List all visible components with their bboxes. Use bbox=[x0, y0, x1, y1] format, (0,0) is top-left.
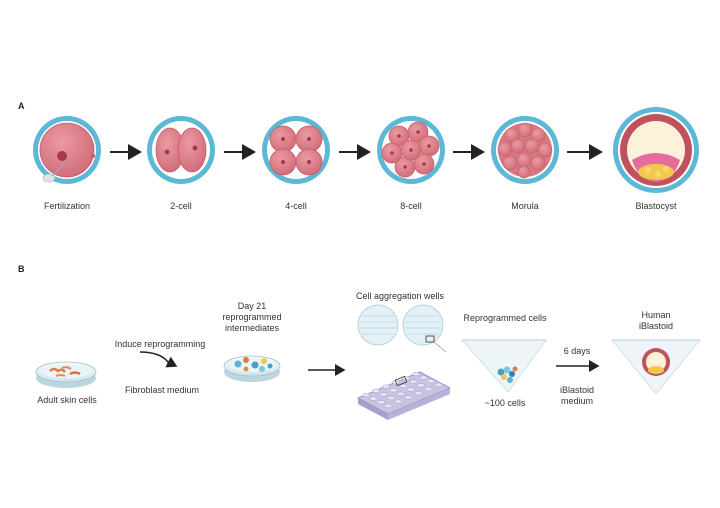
label-100-cells: ~100 cells bbox=[484, 398, 526, 408]
plate-well bbox=[424, 387, 433, 392]
label-cell-aggregation-wells: Cell aggregation wells bbox=[355, 291, 445, 301]
plate-well bbox=[382, 384, 390, 389]
embryo-4-cell bbox=[262, 116, 330, 184]
plate-well bbox=[427, 379, 435, 384]
plate-well bbox=[434, 382, 443, 387]
reprogrammed-cells-well bbox=[461, 339, 547, 393]
plate-well bbox=[419, 375, 428, 380]
plate-well bbox=[377, 400, 385, 405]
plate-well bbox=[409, 379, 418, 384]
plate-well bbox=[412, 372, 420, 377]
label-fibroblast-medium: Fibroblast medium bbox=[124, 385, 200, 395]
embryo-8-cell bbox=[377, 116, 445, 184]
plate-well bbox=[394, 399, 403, 404]
plate-well bbox=[387, 396, 395, 401]
label-day21: Day 21 bbox=[237, 301, 267, 311]
label-iblastoid-medium-1: iBlastoid bbox=[559, 385, 595, 395]
label-iblastoid: iBlastoid bbox=[638, 321, 674, 331]
label-induce-reprogramming: Induce reprogramming bbox=[114, 339, 206, 349]
embryo-morula bbox=[491, 116, 559, 184]
panel-b-label: B bbox=[18, 264, 25, 274]
intermediates-dish bbox=[223, 355, 281, 382]
stage-label-morula: Morula bbox=[511, 201, 539, 211]
stage-label-fertilization: Fertilization bbox=[43, 201, 90, 211]
stage-label-4-cell: 4-cell bbox=[285, 201, 307, 211]
label-reprogrammed-cells: Reprogrammed cells bbox=[463, 313, 547, 323]
stage-label-blastocyst: Blastocyst bbox=[635, 201, 677, 211]
plate-well bbox=[389, 388, 398, 393]
plate-well bbox=[384, 403, 393, 408]
stage-label-8-cell: 8-cell bbox=[400, 201, 422, 211]
iblastoid-well bbox=[611, 339, 701, 395]
plate-well bbox=[362, 393, 370, 398]
plate-well bbox=[372, 388, 380, 393]
pronucleus bbox=[57, 151, 67, 161]
aggregation-wells-zoom bbox=[357, 304, 447, 353]
plate-well bbox=[397, 391, 405, 396]
label-adult-skin-cells: Adult skin cells bbox=[37, 395, 97, 405]
label-reprogrammed: reprogrammed bbox=[222, 312, 282, 322]
arrow-induce bbox=[139, 351, 178, 368]
embryo-2-cell bbox=[147, 116, 215, 184]
plate-well bbox=[369, 396, 378, 401]
plate-well bbox=[417, 383, 425, 388]
panel-a-label: A bbox=[18, 101, 25, 111]
well-plate bbox=[357, 371, 451, 420]
plate-well bbox=[379, 392, 388, 397]
label-iblastoid-medium-2: medium bbox=[560, 396, 593, 406]
embryo-fertilization bbox=[33, 116, 101, 184]
stage-label-2-cell: 2-cell bbox=[170, 201, 192, 211]
label-human: Human bbox=[641, 310, 671, 320]
label-intermediates: intermediates bbox=[224, 323, 280, 333]
embryo-blastocyst bbox=[613, 107, 699, 193]
label-6-days: 6 days bbox=[563, 346, 591, 356]
fibroblast-dish bbox=[35, 361, 97, 388]
plate-well bbox=[407, 387, 415, 392]
plate-well bbox=[404, 395, 413, 400]
plate-well bbox=[414, 391, 423, 396]
plate-well bbox=[399, 384, 408, 389]
